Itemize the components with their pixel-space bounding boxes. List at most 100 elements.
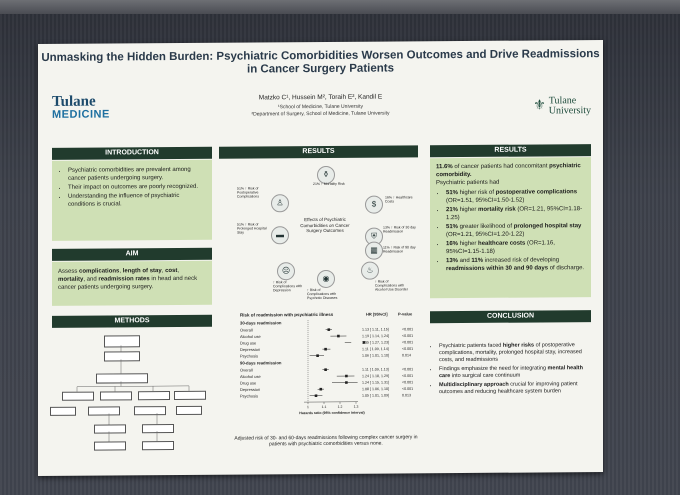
- forest-row-label: Depression: [240, 347, 260, 352]
- diagram-node-label: ↑ Risk of Complications with Alcohol Use…: [375, 279, 408, 292]
- depression-icon: ☹: [277, 262, 295, 281]
- results-bullet: 21% higher mortality risk (OR=1.21, 95%C…: [446, 205, 585, 222]
- conclusion-header: CONCLUSION: [430, 310, 591, 324]
- forest-row-p: 0.013: [402, 393, 411, 397]
- aim-run: , and: [83, 276, 99, 283]
- results-run: postoperative complications: [495, 189, 578, 196]
- forest-row-label: Depression: [240, 387, 260, 392]
- poster-affiliations: ¹School of Medicine, Tulane University ²…: [38, 102, 603, 120]
- conclusion-run: Multidisciplinary approach: [439, 381, 509, 389]
- forest-point: [345, 374, 348, 378]
- introduction-list: Psychiatric comorbidities are prevalent …: [58, 166, 206, 209]
- bed-icon: ▬: [271, 226, 289, 245]
- results-run: higher: [458, 206, 479, 214]
- results-bullet: 16% higher healthcare costs (OR=1.16, 95…: [446, 239, 585, 256]
- results-run: 51%: [446, 224, 459, 231]
- aim-run: cost: [165, 267, 178, 275]
- forest-plot: Risk of readmission with psychiatric ill…: [236, 309, 424, 422]
- introduction-bullet: Their impact on outcomes are poorly reco…: [68, 183, 206, 192]
- forest-row-hr: 1.11 [ 1.09, 1.13]: [362, 368, 389, 372]
- forest-row-hr: 1.05 [ 1.01, 1.09]: [362, 394, 389, 398]
- forest-point: [314, 394, 318, 398]
- poster-title: Unmasking the Hidden Burden: Psychiatric…: [38, 48, 603, 78]
- forest-row-p: <0.001: [402, 374, 413, 378]
- forest-row-p: <0.001: [402, 334, 413, 338]
- diagram-node-label: 21% ↑ Mortality Risk: [313, 181, 345, 187]
- aim-header: AIM: [52, 247, 212, 261]
- diagram-node-label: 16% ↑ Healthcare Costs: [385, 195, 413, 204]
- diagram-node-label: 11% ↑ Risk of 90 day Readmission: [383, 245, 416, 254]
- aim-run: mortality: [58, 276, 84, 283]
- conclusion-list: Psychiatric patients faced higher risks …: [430, 342, 591, 396]
- forest-row-label: Drug use: [240, 380, 257, 385]
- results-run: higher risk of: [458, 189, 496, 197]
- results-bullet: 51% greater likelihood of prolonged hosp…: [446, 222, 585, 239]
- aim-run: Assess: [58, 268, 80, 275]
- patient-icon: ♙: [271, 194, 289, 213]
- forest-row-hr: 1.08 [ 1.06, 1.10]: [362, 387, 389, 391]
- tulane-university-logo: ⚜ Tulane University: [533, 95, 591, 117]
- results-run: (OR=1.21, 95%CI=1.20-1.22): [446, 231, 525, 239]
- methods-flowchart: [46, 331, 218, 451]
- aim-run: readmission rates: [98, 276, 150, 283]
- forest-row-label: Alcohol use: [240, 374, 261, 379]
- results-run: higher: [458, 240, 479, 248]
- forest-point: [324, 347, 327, 351]
- results-right-box: 11.6% of cancer patients had concomitant…: [430, 157, 591, 299]
- conclusion-bullet: Multidisciplinary approach crucial for i…: [439, 381, 591, 396]
- results-right-header: RESULTS: [430, 144, 591, 158]
- forest-row-hr: 1.13 [ 1.11, 1.15]: [362, 328, 389, 332]
- forest-x-tick-label: 1.3: [354, 405, 359, 409]
- diagram-center-label: Effects of Psychiatric Comorbidities on …: [300, 216, 350, 234]
- forest-row-p: <0.001: [402, 327, 413, 331]
- forest-row-p: <0.001: [402, 387, 413, 391]
- introduction-header: INTRODUCTION: [52, 146, 212, 160]
- conclusion-bullet: Psychiatric patients faced higher risks …: [439, 342, 591, 364]
- forest-row-p: <0.001: [402, 347, 413, 351]
- forest-row-p: 0.014: [402, 353, 411, 357]
- results-intro-percent: 11.6%: [436, 164, 453, 171]
- conclusion-run: higher risks: [502, 342, 535, 349]
- introduction-bullet: Psychiatric comorbidities are prevalent …: [68, 166, 206, 183]
- results-run: healthcare costs: [478, 240, 526, 247]
- aim-text: Assess complications, length of stay, co…: [58, 268, 197, 291]
- aim-run: length of stay: [122, 268, 162, 275]
- forest-row-hr: 1.24 [ 1.18, 1.29]: [362, 374, 389, 378]
- forest-row-label: Overall: [240, 327, 253, 332]
- aim-run: complications: [79, 268, 120, 275]
- results-run: prolonged hospital stay: [513, 223, 582, 230]
- forest-row-label: Overall: [240, 367, 253, 372]
- results-run: readmissions within 30 and 90 days: [446, 265, 549, 273]
- brain-icon: ◉: [317, 269, 335, 289]
- alcohol-icon: ♨: [361, 261, 379, 280]
- results-bullet: 13% and 11% increased risk of developing…: [446, 256, 585, 273]
- results-run: 16%: [446, 241, 459, 248]
- forest-point: [337, 334, 340, 338]
- logo-right-line2: University: [548, 105, 591, 117]
- forest-x-axis-label: Hazards ratio (95% confidence interval): [299, 411, 364, 415]
- results-run: 21%: [446, 207, 459, 214]
- aim-box: Assess complications, length of stay, co…: [52, 260, 212, 306]
- conclusion-text: Psychiatric patients faced higher risks …: [430, 342, 591, 398]
- forest-row-label: Drug use: [240, 340, 257, 345]
- diagram-node-label: 51% ↑ Risk of Postoperative Complication…: [237, 186, 259, 199]
- diagram-node-label: ↑ Risk of Complications with Psychotic D…: [307, 288, 338, 301]
- forest-x-tick-label: 1.1: [322, 405, 327, 409]
- forest-row-hr: 1.19 [ 1.14, 1.24]: [362, 334, 389, 338]
- forest-plot-title: Risk of readmission with psychiatric ill…: [240, 312, 334, 318]
- forest-point: [345, 381, 348, 384]
- results-run: and: [458, 257, 472, 265]
- research-poster: Unmasking the Hidden Burden: Psychiatric…: [38, 40, 603, 476]
- introduction-bullet: Understanding the influence of psychiatr…: [68, 192, 206, 209]
- tulane-shield-icon: ⚜: [533, 98, 546, 114]
- results-intro-line2: Psychiatric patients had: [436, 179, 500, 187]
- money-icon: $: [365, 195, 383, 214]
- forest-plot-caption: Adjusted risk of 30- and 60-days readmis…: [234, 434, 418, 448]
- forest-row-p: <0.001: [402, 340, 413, 344]
- conclusion-run: Findings emphasize the need for integrat…: [439, 365, 548, 373]
- forest-x-tick-label: 1.2: [338, 405, 343, 409]
- conclusion-run: into surgical care continuum: [450, 372, 521, 380]
- forest-point: [327, 328, 331, 331]
- results-middle-header: RESULTS: [219, 145, 418, 159]
- results-run: mortality risk: [478, 206, 516, 213]
